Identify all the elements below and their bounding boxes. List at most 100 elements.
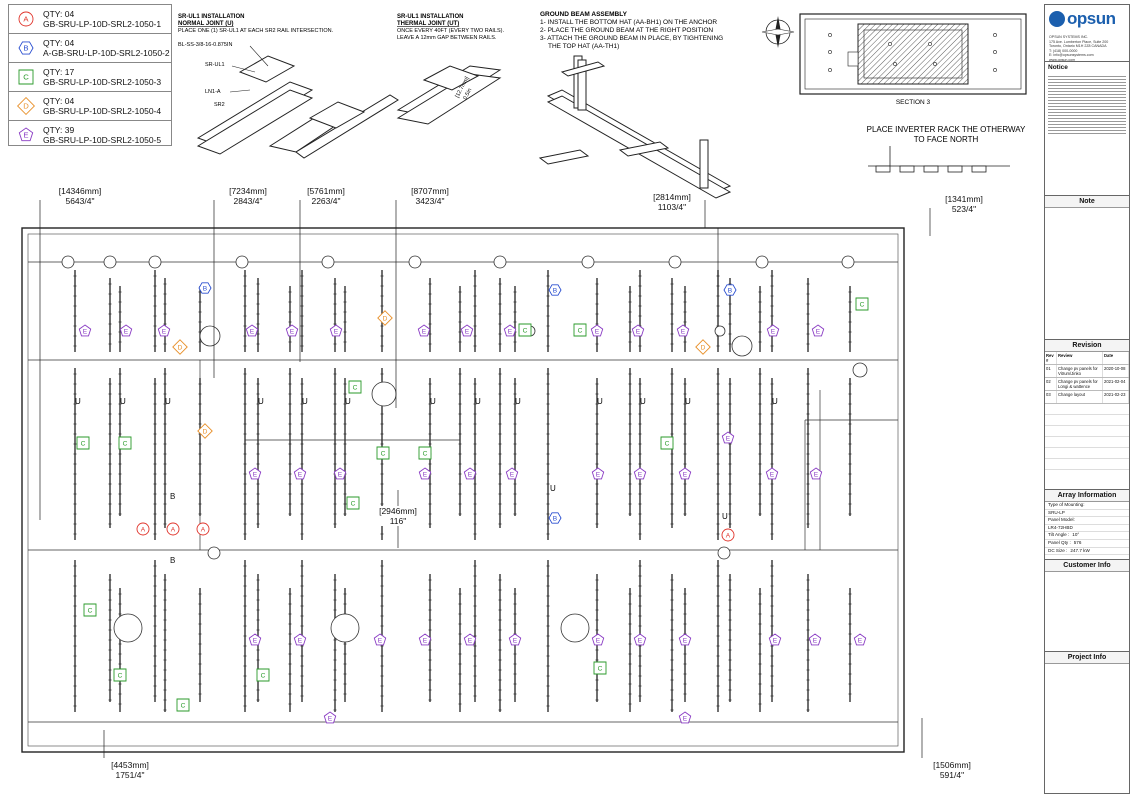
company-line: Toronto, Ontario M1H 2Z8 CANADA [1049, 44, 1107, 49]
svg-text:D: D [701, 344, 706, 351]
array-info-value: 10° [1072, 532, 1080, 538]
svg-text:C: C [423, 450, 428, 457]
svg-text:C: C [860, 301, 865, 308]
svg-text:C: C [598, 665, 603, 672]
svg-text:E: E [465, 328, 470, 335]
sr2-label: SR2 [214, 102, 225, 108]
array-info-value: 576 [1073, 539, 1082, 545]
marker-d: D [377, 310, 393, 326]
marker-a: A [136, 522, 150, 536]
marker-e: E [418, 467, 432, 480]
svg-text:E: E [681, 328, 686, 335]
marker-e: E [293, 467, 307, 480]
svg-text:E: E [596, 471, 601, 478]
thermal-joint-text1: ONCE EVERY 40FT (EVERY TWO RAILS). [397, 28, 504, 34]
marker-e: E [853, 633, 867, 646]
joint-u-mark: U [685, 397, 691, 406]
company-line: 175 Ave. Lumberton Place, Suite 200 [1049, 39, 1109, 44]
marker-e: E [811, 324, 825, 337]
ground-beam-detail: GROUND BEAM ASSEMBLY 1- INSTALL THE BOTT… [538, 11, 732, 199]
joint-u-mark: U [430, 397, 436, 406]
svg-text:C: C [351, 500, 356, 507]
joint-u-mark: U [120, 397, 126, 406]
legend-symbol-b-icon: B [18, 41, 34, 55]
revision-cell: Date [1103, 352, 1129, 364]
svg-text:E: E [726, 435, 731, 442]
revision-title: Revision [1045, 340, 1129, 352]
dim-1506: [1506mm] 591/4" [926, 760, 978, 780]
marker-a: A [166, 522, 180, 536]
svg-text:E: E [771, 328, 776, 335]
marker-e: E [631, 324, 645, 337]
svg-text:B: B [553, 515, 558, 522]
marker-c: C [593, 661, 607, 675]
notice-title: Notice [1048, 64, 1068, 71]
svg-text:E: E [290, 328, 295, 335]
normal-joint-text: PLACE ONE (1) SR-UL1 AT EACH SR2 RAIL IN… [178, 28, 334, 34]
ballast-circle [581, 255, 595, 269]
marker-c: C [118, 436, 132, 450]
legend-part: GB-SRU-LP-10D-SRL2-1050-4 [43, 106, 162, 116]
dim-8707: [8707mm] 3423/4" [404, 186, 456, 206]
thermal-joint-subtitle: THERMAL JOINT (UT) [397, 21, 459, 27]
marker-e: E [463, 467, 477, 480]
marker-c: C [376, 446, 390, 460]
dim-2946-mm: [2946mm] [379, 506, 417, 516]
dim-5761-in: 226 [311, 196, 326, 206]
normal-joint-title: SR-UL1 INSTALLATION [178, 14, 244, 20]
dim-14346-in: 564 [65, 196, 80, 206]
marker-e: E [676, 324, 690, 337]
marker-c: C [256, 668, 270, 682]
joint-u-mark: U [75, 397, 81, 406]
dim-8707-mm: [8707mm] [411, 186, 449, 196]
ground-beam-step-1: 1- INSTALL THE BOTTOM HAT (AA-BH1) ON TH… [540, 19, 717, 26]
marker-e: E [633, 633, 647, 646]
dim-1341: [1341mm] 523/4" [938, 194, 990, 214]
svg-text:E: E [638, 637, 643, 644]
dim-14346-frac: 3/4 [79, 196, 92, 206]
inverter-note-line1: PLACE INVERTER RACK THE OTHERWAY [867, 125, 1026, 134]
legend-symbol-d-icon: D [17, 97, 35, 115]
marker-c: C [518, 323, 532, 337]
marker-e: E [329, 324, 343, 337]
ground-beam-step-3: 3- ATTACH THE GROUND BEAM IN PLACE, BY T… [540, 35, 723, 42]
svg-text:E: E [508, 328, 513, 335]
marker-c: C [418, 446, 432, 460]
dimension-leaders [39, 200, 931, 758]
notice-fine-print [1048, 74, 1126, 134]
dim-2814-in: 110 [657, 202, 672, 212]
dim-14346-mm: [14346mm] [58, 186, 102, 196]
section-3-label: SECTION 3 [896, 99, 931, 106]
company-line: E: info@opsunsystems.com [1049, 53, 1094, 58]
legend-part: GB-SRU-LP-10D-SRL2-1050-5 [43, 135, 162, 145]
section-mark-b-top: B [170, 492, 176, 501]
svg-text:E: E [468, 637, 473, 644]
revision-cell: 03 [1045, 391, 1057, 403]
svg-text:D: D [203, 428, 208, 435]
gap-in-label: 0.5in [462, 88, 473, 101]
section-mark-b-bottom: B [170, 556, 176, 565]
marker-e: E [809, 467, 823, 480]
note-section: Note [1045, 195, 1129, 336]
marker-c: C [348, 380, 362, 394]
svg-text:E: E [813, 637, 818, 644]
marker-e: E [248, 633, 262, 646]
dim-1341-frac: 3/4 [961, 204, 974, 214]
marker-c: C [573, 323, 587, 337]
roof-penetration [717, 546, 731, 560]
revision-cell: 02 [1045, 378, 1057, 390]
svg-text:C: C [381, 450, 386, 457]
revision-empty-row [1045, 404, 1129, 415]
thermal-joint-title: SR-UL1 INSTALLATION [397, 14, 463, 20]
ballast-circle [841, 255, 855, 269]
